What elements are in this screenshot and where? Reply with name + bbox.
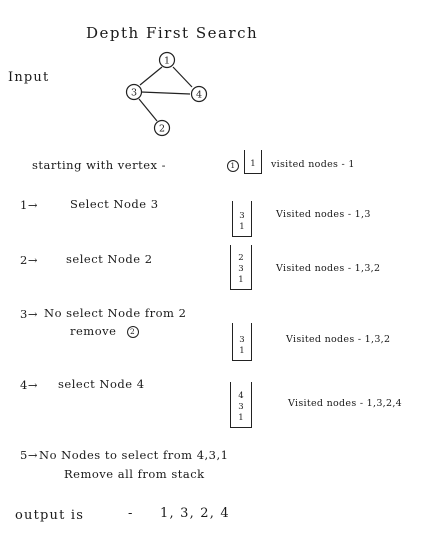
- step-3-stack: 3 1: [232, 323, 252, 361]
- input-label: Input: [8, 70, 50, 85]
- stack-item: 4: [238, 391, 244, 401]
- stack-item: 2: [238, 253, 244, 263]
- stack-item: 1: [250, 159, 256, 169]
- step-3-remove: remove 2: [70, 324, 139, 338]
- step-5-text-2: Remove all from stack: [64, 467, 205, 481]
- edge-3-4: [140, 91, 191, 95]
- stack-item: 1: [238, 413, 244, 423]
- step-2-stack: 2 3 1: [230, 245, 252, 290]
- node-1-label: 1: [164, 56, 170, 67]
- edge-3-2: [138, 98, 158, 122]
- input-graph: 1 3 4 2: [125, 51, 208, 137]
- step-3-remove-node: 2: [126, 326, 139, 338]
- step-3-remove-label: remove: [70, 324, 117, 338]
- page-title: Depth First Search: [86, 24, 259, 42]
- step-2-visited: Visited nodes - 1,3,2: [276, 263, 381, 274]
- edge-1-4: [172, 66, 193, 88]
- start-node: 1: [227, 158, 239, 172]
- step-3-number: 3→: [20, 307, 38, 321]
- step-4-visited: Visited nodes - 1,3,2,4: [288, 398, 402, 409]
- step-1-number: 1→: [20, 198, 38, 212]
- start-node-circle: 1: [227, 160, 239, 172]
- stack-item: 3: [239, 211, 245, 221]
- step-5-text: No Nodes to select from 4,3,1: [39, 448, 229, 462]
- step-1-visited: Visited nodes - 1,3: [276, 209, 371, 220]
- stack-item: 3: [238, 264, 244, 274]
- node-2: [153, 119, 171, 137]
- node-3-label: 3: [131, 88, 137, 99]
- start-text: starting with vertex -: [32, 158, 167, 172]
- step-1-text: Select Node 3: [70, 197, 159, 211]
- node-3: [125, 83, 143, 101]
- edge-1-3: [139, 66, 163, 86]
- output-dash: -: [128, 506, 134, 521]
- stack-item: 1: [239, 222, 245, 232]
- step-3-text: No select Node from 2: [44, 306, 187, 320]
- step-1-stack: 3 1: [232, 201, 252, 237]
- stack-item: 1: [238, 275, 244, 285]
- step-3-visited: Visited nodes - 1,3,2: [286, 334, 391, 345]
- start-stack: 1: [244, 150, 262, 174]
- node-1: [158, 51, 176, 69]
- step-5-number: 5→: [20, 448, 38, 462]
- start-visited: visited nodes - 1: [271, 159, 355, 170]
- step-2-text: select Node 2: [66, 252, 153, 266]
- step-4-stack: 4 3 1: [230, 382, 252, 428]
- step-4-number: 4→: [20, 378, 38, 392]
- stack-item: 3: [238, 402, 244, 412]
- output-label: output is: [15, 508, 85, 523]
- node-4-label: 4: [196, 90, 202, 101]
- stack-item: 1: [239, 346, 245, 356]
- output-value: 1, 3, 2, 4: [160, 506, 230, 521]
- node-2-label: 2: [159, 124, 165, 135]
- stack-item: 3: [239, 335, 245, 345]
- step-4-text: select Node 4: [58, 377, 145, 391]
- node-4: [190, 85, 208, 103]
- step-2-number: 2→: [20, 253, 38, 267]
